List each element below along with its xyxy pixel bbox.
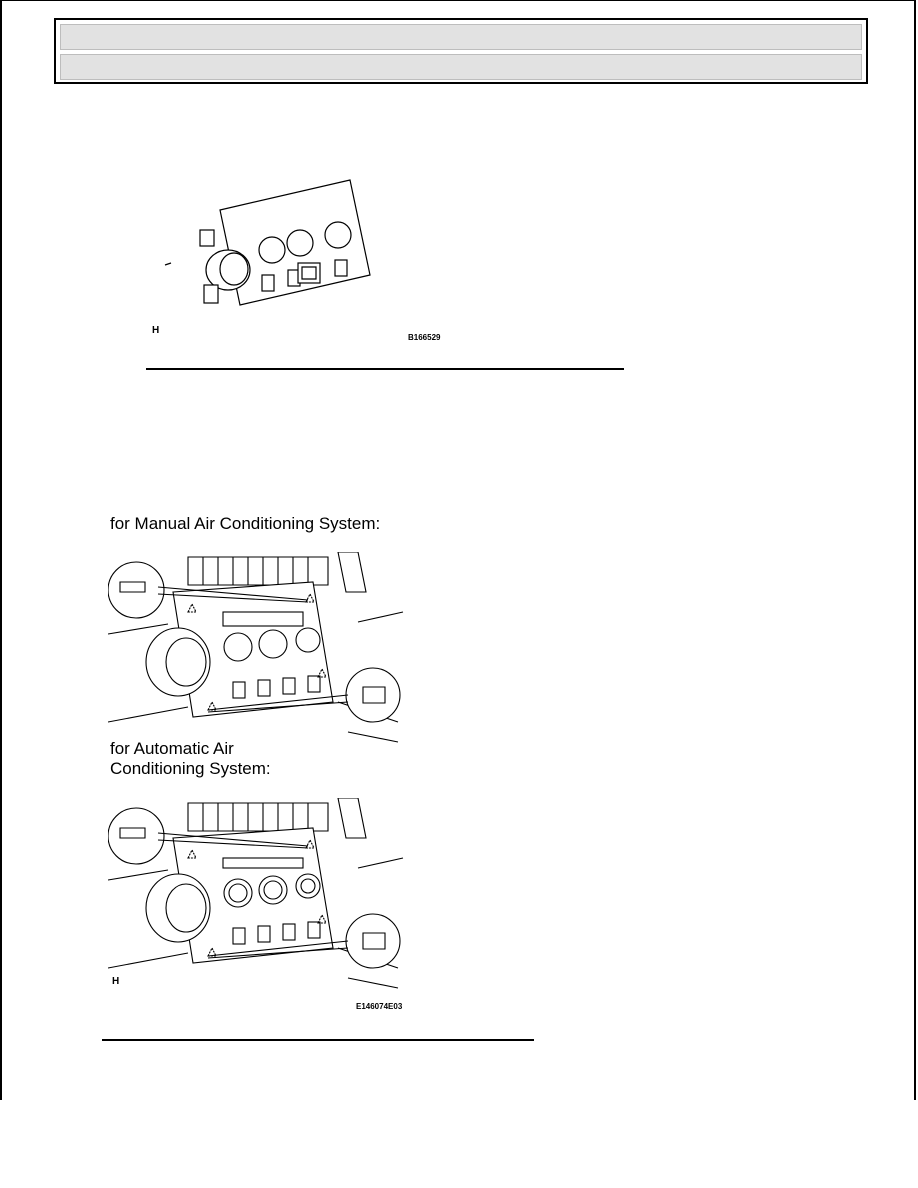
figure-auto-ac bbox=[108, 798, 408, 993]
caption-auto-line1: for Automatic Air bbox=[110, 739, 234, 758]
header-title-bar bbox=[60, 24, 862, 50]
figure1-code: B166529 bbox=[408, 333, 441, 342]
manual-ac-drawing bbox=[108, 552, 404, 743]
figure2-rule bbox=[102, 1039, 534, 1041]
caption-auto-line2: Conditioning System: bbox=[110, 759, 271, 778]
figure-manual-ac bbox=[108, 552, 408, 747]
figure2-code: E146074E03 bbox=[356, 1002, 403, 1011]
figure-control-panel bbox=[160, 175, 380, 315]
page-frame bbox=[0, 0, 916, 1100]
caption-manual: for Manual Air Conditioning System: bbox=[110, 514, 381, 533]
document-header bbox=[54, 18, 868, 84]
figure1-rule bbox=[146, 368, 624, 370]
control-panel-drawing bbox=[164, 179, 371, 306]
figure2-marker: H bbox=[112, 976, 120, 987]
auto-ac-drawing bbox=[108, 798, 404, 989]
figure1-marker: H bbox=[152, 325, 160, 336]
header-subtitle-bar bbox=[60, 54, 862, 80]
